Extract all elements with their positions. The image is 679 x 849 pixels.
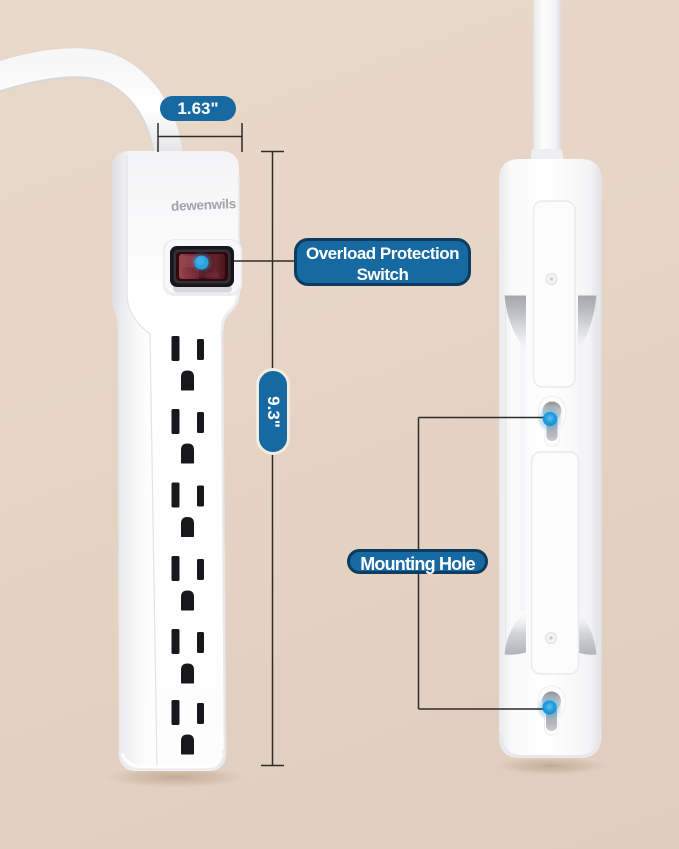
svg-text:dewenwils: dewenwils [171,196,236,214]
